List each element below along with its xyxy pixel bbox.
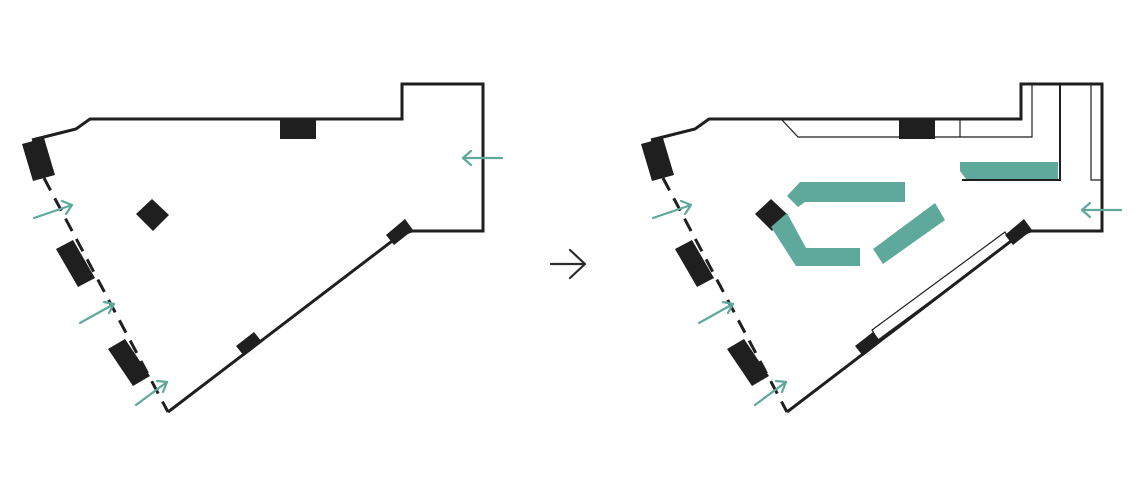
entrance-arrow-icon — [134, 379, 169, 407]
fixture-counter-wall — [960, 162, 1058, 179]
column — [1005, 219, 1032, 245]
fixture-counter-bent — [771, 213, 860, 266]
entrance-arrow-icon — [753, 379, 788, 407]
fixture-counter-diagonal — [873, 203, 945, 264]
column — [855, 332, 881, 356]
outer-wall — [31, 82, 485, 414]
entrance-arrow-icon — [461, 149, 504, 167]
column — [56, 240, 95, 287]
column — [22, 138, 55, 181]
column — [899, 118, 935, 139]
side-counter — [962, 84, 1061, 181]
entrance-arrow-icon — [1080, 201, 1123, 219]
column — [386, 219, 413, 245]
entrance-arrow-icon — [697, 300, 735, 325]
entrance-arrow-icon — [78, 300, 116, 325]
entrance-arrow-icon — [32, 199, 74, 220]
column — [675, 240, 714, 287]
column — [727, 339, 769, 386]
wall-shelf — [1090, 84, 1102, 181]
fixture-counter-top — [787, 182, 905, 207]
column — [136, 199, 169, 231]
plan-before — [22, 82, 504, 414]
plan-after — [641, 82, 1123, 414]
entrance-arrow-icon — [651, 199, 693, 220]
column — [108, 339, 150, 386]
column — [236, 332, 262, 356]
arrow-right-icon — [549, 248, 587, 280]
column — [641, 138, 674, 181]
column — [280, 118, 316, 139]
